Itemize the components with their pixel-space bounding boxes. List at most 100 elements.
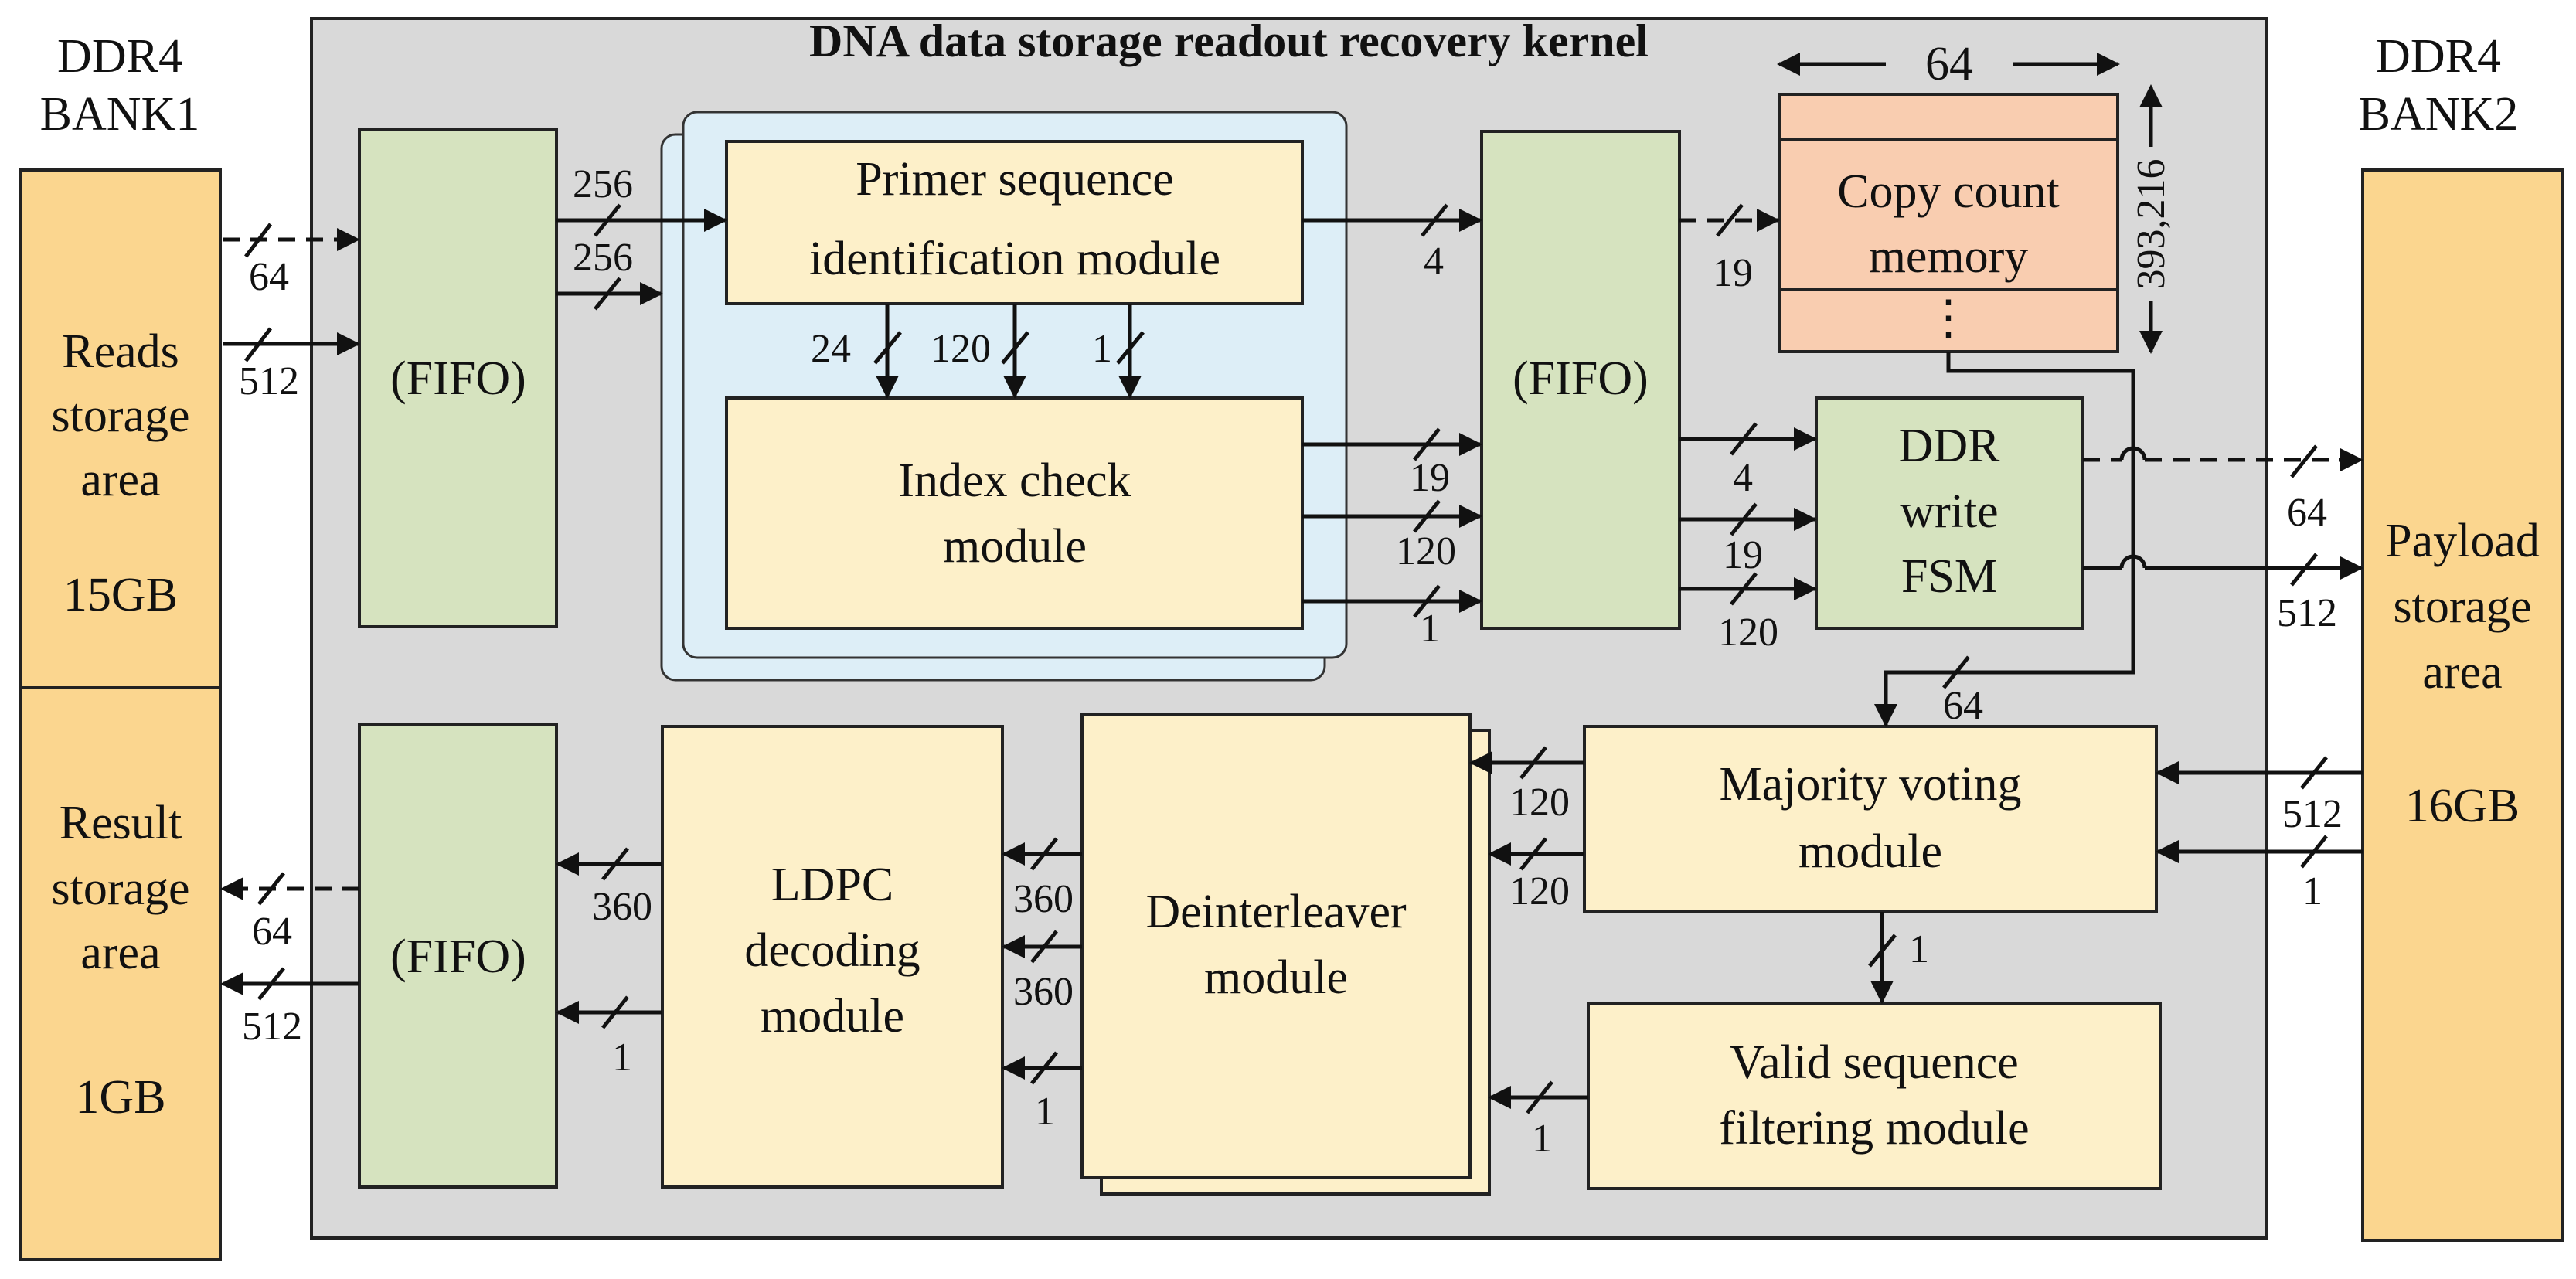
reads-label-4: 15GB (63, 569, 178, 621)
w-primer-index-c: 1 (1092, 327, 1112, 371)
w-deint-ldpc-c: 1 (1035, 1090, 1055, 1134)
wire-fifo-primer-a-slash (594, 203, 621, 237)
index-label-2: module (943, 520, 1087, 573)
w-fifo-fsm-b: 19 (1723, 533, 1763, 577)
valid-label-1: Valid sequence (1730, 1036, 2019, 1089)
wire-deint-ldpc-c-slash (1030, 1051, 1058, 1085)
primer-label-1: Primer sequence (856, 153, 1173, 206)
wire-index-fifo-a-slash (1413, 427, 1441, 461)
w-primer-index-a: 24 (811, 327, 851, 371)
copy-count-memory (1778, 93, 2119, 353)
w-bank2-majority-a: 512 (2282, 792, 2343, 836)
w-primer-in-b: 256 (573, 236, 633, 280)
w-fifo-fsm-c: 120 (1718, 611, 1778, 655)
valid-label-2: filtering module (1719, 1102, 2029, 1155)
wire-memory-majority-slash (1942, 655, 1970, 689)
w-fifo-memory: 19 (1713, 251, 1753, 295)
w-majority-deint-b: 120 (1509, 869, 1570, 913)
wire-fifo-fsm-b-slash (1730, 502, 1758, 536)
deinterleaver-label-2: module (1204, 951, 1348, 1004)
w-index-fifo-b: 120 (1396, 529, 1456, 573)
wire-majority-valid-slash (1868, 934, 1897, 968)
ldpc-decoding-module (661, 725, 1004, 1189)
fsm-label-1: DDR (1899, 420, 2001, 472)
payload-label-2: storage (2393, 580, 2531, 633)
w-primer-index-b: 120 (931, 327, 991, 371)
result-label-3: area (80, 927, 160, 979)
w-fsm-bank2: 512 (2277, 591, 2337, 635)
w-deint-ldpc-b: 360 (1013, 970, 1074, 1014)
primer-sequence-module (725, 140, 1304, 305)
payload-label-4: 16GB (2405, 780, 2520, 832)
reads-label-3: area (80, 454, 160, 506)
ddr-write-fsm (1815, 396, 2084, 630)
result-label-1: Result (60, 797, 182, 849)
wire-bank1-fifo-dash-slash (244, 223, 272, 258)
wire-fifo-fsm-c-slash (1730, 572, 1758, 606)
fsm-label-3: FSM (1901, 550, 1997, 603)
wire-bank1-fifo-slash (244, 327, 272, 362)
bank2-label-line1: DDR4 (2376, 30, 2501, 83)
ldpc-label-3: module (761, 990, 904, 1043)
wire-primer-index-c-slash (1116, 331, 1145, 365)
majority-label-2: module (1798, 825, 1942, 878)
wire-index-fifo-c-slash (1413, 584, 1441, 618)
memory-label-2: memory (1869, 230, 2029, 283)
fifo-input-label: (FIFO) (390, 352, 526, 405)
payload-label-1: Payload (2385, 515, 2540, 567)
wire-memory-majority (1874, 352, 2135, 727)
fifo-input (358, 128, 558, 628)
memory-label-1: Copy count (1837, 165, 2060, 218)
index-check-module (725, 396, 1304, 630)
wire-ldpc-fifo-a-slash (601, 847, 629, 881)
index-label-1: Index check (898, 454, 1131, 507)
fsm-label-2: write (1900, 485, 1998, 538)
payload-label-3: area (2422, 646, 2502, 699)
primer-label-2: identification module (809, 233, 1220, 285)
wire-primer-fifo-slash (1421, 203, 1448, 237)
w-fifo-bank1: 512 (242, 1005, 302, 1049)
bank2-label-line2: BANK2 (2359, 88, 2519, 141)
bank1-label-line2: BANK1 (40, 88, 200, 141)
kernel-title: DNA data storage readout recovery kernel (809, 15, 1649, 66)
wire-fsm-bank2-dash-slash (2290, 444, 2318, 478)
payload-storage-area (2361, 168, 2564, 1242)
w-index-fifo-c: 1 (1420, 607, 1440, 651)
valid-sequence-module (1587, 1002, 2162, 1190)
w-bank1-in: 512 (239, 359, 299, 403)
fifo-middle (1480, 130, 1681, 630)
w-index-fifo-a: 19 (1410, 456, 1450, 500)
w-ldpc-fifo-a: 360 (592, 885, 652, 929)
wire-fifo-bank1-slash (257, 967, 285, 1001)
wire-fifo-bank1-dash-slash (257, 872, 285, 906)
w-primer-fifo: 4 (1424, 240, 1444, 284)
w-bank2-majority-b: 1 (2302, 869, 2322, 913)
wire-fsm-bank2-slash (2290, 553, 2318, 587)
memory-ellipsis: ⋮ (1924, 292, 1972, 345)
wire-primer-index-a-slash (873, 331, 902, 365)
wire-deint-ldpc-b-slash (1030, 930, 1058, 964)
w-fsm-bank2-dash: 64 (2287, 491, 2327, 535)
fifo-output (358, 723, 558, 1189)
result-storage-area (19, 686, 222, 1261)
wire-majority-deint-b-slash (1519, 837, 1547, 871)
memory-depth-label: 393,216 (2129, 159, 2173, 290)
w-bank1-in-dash: 64 (249, 255, 289, 299)
w-memory-majority: 64 (1943, 684, 1983, 728)
deinterleaver-module (1080, 713, 1472, 1179)
reads-label-1: Reads (62, 325, 179, 378)
w-majority-valid: 1 (1909, 927, 1929, 971)
w-majority-deint-a: 120 (1509, 781, 1570, 825)
majority-label-1: Majority voting (1720, 758, 2022, 811)
deinterleaver-label-1: Deinterleaver (1145, 886, 1407, 938)
wire-majority-deint-a-slash (1519, 746, 1547, 780)
w-fifo-fsm-a: 4 (1733, 456, 1753, 500)
result-label-4: 1GB (75, 1071, 165, 1124)
majority-voting-module (1583, 725, 2158, 913)
wire-deint-ldpc-a-slash (1030, 837, 1058, 871)
reads-label-2: storage (51, 389, 189, 442)
w-ldpc-fifo-b: 1 (612, 1036, 632, 1080)
wire-ldpc-fifo-b-slash (601, 995, 629, 1029)
result-label-2: storage (51, 862, 189, 915)
